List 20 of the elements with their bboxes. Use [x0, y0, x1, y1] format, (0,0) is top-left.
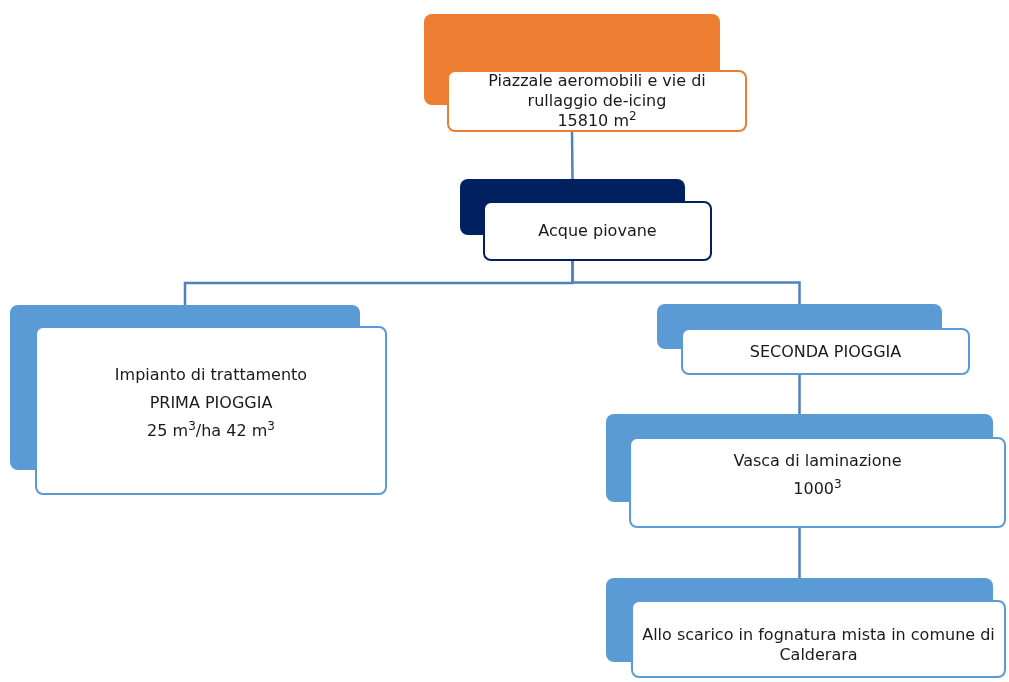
node-text: Impianto di trattamento: [114, 364, 308, 385]
node-text: Acque piovane: [538, 221, 657, 241]
tabbed-card: [606, 578, 1006, 678]
node-text: 15810 m$^{2}$: [557, 111, 637, 131]
tabbed-card: [424, 14, 747, 132]
node-text: SECONDA PIOGGIA: [749, 341, 902, 362]
node-text: PRIMA PIOGGIA: [149, 392, 273, 413]
node-text: 25 m$^{3}$/ha 42 m$^{3}$: [147, 420, 275, 441]
node-text: Piazzale aeromobili e vie di rullaggio de-icing: [487, 71, 707, 111]
connector-line: [798, 528, 801, 578]
node-text: 1000$^{3}$: [793, 478, 842, 499]
connector-line: [570, 132, 574, 179]
connector-line: [798, 375, 801, 414]
connector-line: [571, 261, 801, 304]
tabbed-card: [460, 179, 712, 261]
node-text: Allo scarico in fognatura mista in comune di Calderara: [641, 625, 996, 665]
tabbed-card: [606, 414, 1006, 528]
tabbed-card: [10, 305, 387, 495]
node-text: Vasca di laminazione: [733, 450, 902, 471]
tabbed-card: [657, 304, 970, 375]
